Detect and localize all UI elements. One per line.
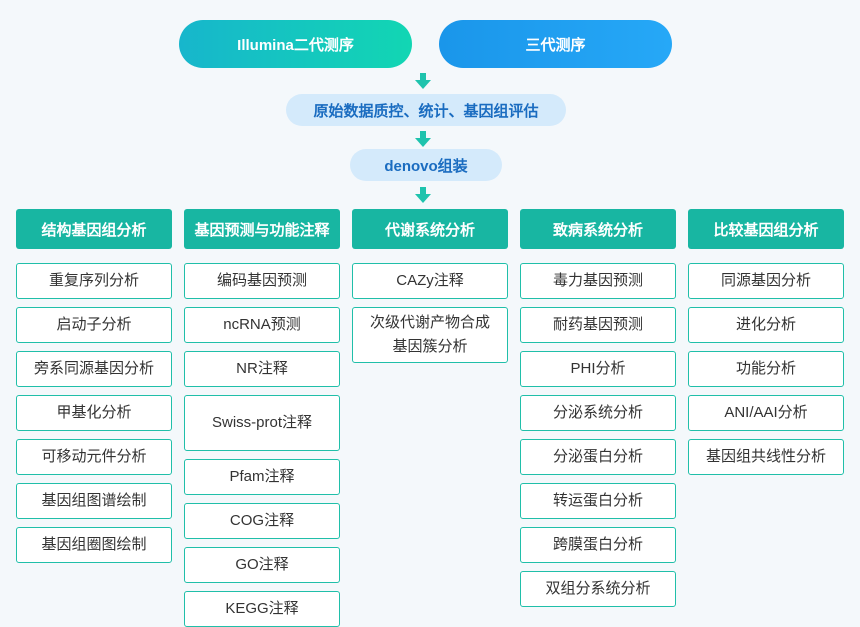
column-header-structural-genomics: 结构基因组分析 bbox=[16, 209, 172, 249]
analysis-item: NR注释 bbox=[184, 351, 340, 387]
analysis-item: 可移动元件分析 bbox=[16, 439, 172, 475]
analysis-item: 分泌蛋白分析 bbox=[520, 439, 676, 475]
column-header-comparative-genomics: 比较基因组分析 bbox=[688, 209, 844, 249]
illumina-ngs-node: Illumina二代测序 bbox=[179, 20, 412, 68]
denovo-assembly-node: denovo组装 bbox=[350, 149, 502, 181]
analysis-item: 进化分析 bbox=[688, 307, 844, 343]
analysis-item: 双组分系统分析 bbox=[520, 571, 676, 607]
column-header-metabolism: 代谢系统分析 bbox=[352, 209, 508, 249]
down-arrow-icon bbox=[415, 131, 431, 147]
qc-step-node: 原始数据质控、统计、基因组评估 bbox=[286, 94, 566, 126]
analysis-item: 毒力基因预测 bbox=[520, 263, 676, 299]
analysis-item: KEGG注释 bbox=[184, 591, 340, 627]
analysis-item: 同源基因分析 bbox=[688, 263, 844, 299]
analysis-item: CAZy注释 bbox=[352, 263, 508, 299]
analysis-item: COG注释 bbox=[184, 503, 340, 539]
analysis-item: Pfam注释 bbox=[184, 459, 340, 495]
analysis-item: 基因组共线性分析 bbox=[688, 439, 844, 475]
analysis-item: 转运蛋白分析 bbox=[520, 483, 676, 519]
analysis-item: 跨膜蛋白分析 bbox=[520, 527, 676, 563]
analysis-item: 基因组圈图绘制 bbox=[16, 527, 172, 563]
illumina-ngs-label: Illumina二代测序 bbox=[237, 36, 354, 54]
down-arrow-icon bbox=[415, 187, 431, 203]
analysis-item: 功能分析 bbox=[688, 351, 844, 387]
denovo-assembly-label: denovo组装 bbox=[384, 157, 468, 175]
analysis-item: 启动子分析 bbox=[16, 307, 172, 343]
analysis-item: 次级代谢产物合成基因簇分析 bbox=[352, 307, 508, 363]
analysis-item: Swiss-prot注释 bbox=[184, 395, 340, 451]
qc-step-label: 原始数据质控、统计、基因组评估 bbox=[313, 102, 539, 120]
analysis-item: PHI分析 bbox=[520, 351, 676, 387]
column-header-pathogenicity: 致病系统分析 bbox=[520, 209, 676, 249]
column-header-gene-prediction-annotation: 基因预测与功能注释 bbox=[184, 209, 340, 249]
analysis-item: GO注释 bbox=[184, 547, 340, 583]
analysis-item: ANI/AAI分析 bbox=[688, 395, 844, 431]
third-gen-sequencing-node: 三代测序 bbox=[439, 20, 672, 68]
analysis-item: 分泌系统分析 bbox=[520, 395, 676, 431]
analysis-item: 甲基化分析 bbox=[16, 395, 172, 431]
analysis-item: 耐药基因预测 bbox=[520, 307, 676, 343]
analysis-item: 编码基因预测 bbox=[184, 263, 340, 299]
analysis-item: 重复序列分析 bbox=[16, 263, 172, 299]
third-gen-sequencing-label: 三代测序 bbox=[525, 36, 586, 54]
analysis-item: ncRNA预测 bbox=[184, 307, 340, 343]
analysis-item: 旁系同源基因分析 bbox=[16, 351, 172, 387]
analysis-item: 基因组图谱绘制 bbox=[16, 483, 172, 519]
down-arrow-icon bbox=[415, 73, 431, 89]
